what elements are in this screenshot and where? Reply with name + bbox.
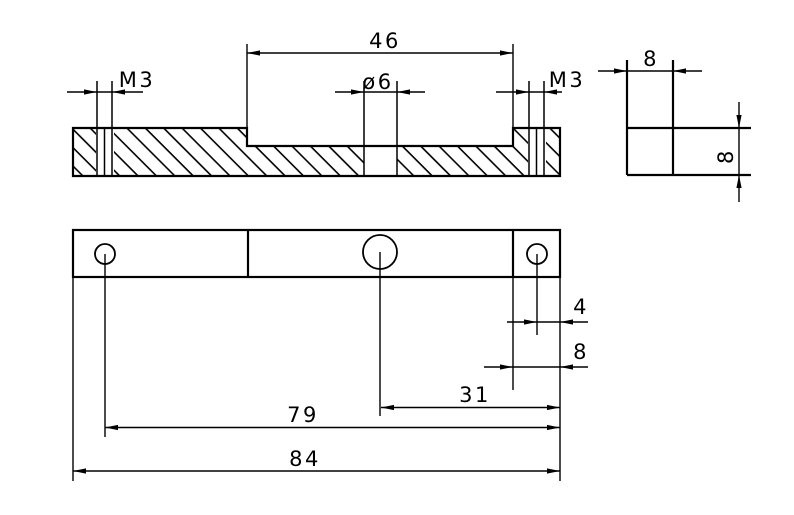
arrowhead bbox=[112, 89, 125, 95]
dim-label-m3-right: M3 bbox=[549, 68, 585, 92]
arrowhead bbox=[736, 175, 742, 188]
arrowhead bbox=[351, 89, 364, 95]
dim-label-m3-left: M3 bbox=[119, 68, 155, 92]
arrowhead bbox=[673, 68, 686, 74]
dim-label-84: 84 bbox=[289, 447, 321, 471]
dim-center-hole-offset: 31 bbox=[381, 383, 560, 411]
dim-thread-right: M3 bbox=[496, 68, 585, 95]
dim-label-side-thickness: 8 bbox=[714, 148, 738, 164]
dim-side-width: 8 bbox=[598, 47, 702, 74]
arrowhead bbox=[544, 89, 557, 95]
arrowhead bbox=[84, 89, 97, 95]
hatch-region bbox=[397, 146, 513, 176]
dim-label-8: 8 bbox=[573, 340, 589, 364]
arrowhead bbox=[560, 364, 573, 370]
thread-hole-left-section bbox=[96, 81, 113, 176]
arrowhead bbox=[516, 89, 529, 95]
arrowhead bbox=[547, 404, 560, 411]
plan-view: 4 8 31 79 84 bbox=[71, 228, 589, 481]
plan-extension-lines bbox=[72, 252, 561, 481]
arrowhead bbox=[247, 50, 260, 56]
dim-hole-spacing: 79 bbox=[105, 403, 560, 431]
hatch-region bbox=[247, 146, 364, 176]
plan-outline bbox=[71, 228, 562, 279]
arrowhead bbox=[500, 50, 513, 56]
dim-label-31: 31 bbox=[459, 383, 491, 407]
hatch-region bbox=[73, 128, 96, 176]
arrowhead bbox=[105, 424, 118, 431]
arrowhead bbox=[397, 89, 410, 95]
dim-hole-edge-offset: 4 bbox=[507, 295, 589, 325]
thread-hole-right-section bbox=[528, 81, 545, 176]
side-view: 8 8 bbox=[598, 47, 751, 202]
hatch-region bbox=[513, 128, 528, 176]
arrowhead bbox=[547, 424, 560, 431]
dim-label-side-width: 8 bbox=[643, 47, 659, 71]
hatch-region bbox=[114, 128, 247, 176]
dim-thread-left: M3 bbox=[67, 68, 155, 95]
dim-total-length: 84 bbox=[73, 447, 560, 474]
dim-end-width: 8 bbox=[484, 340, 589, 370]
hatch-region bbox=[546, 128, 560, 176]
dim-label-46: 46 bbox=[369, 29, 401, 53]
dim-recess-width: 46 bbox=[246, 29, 514, 128]
arrowhead bbox=[736, 115, 742, 128]
dim-label-79: 79 bbox=[287, 403, 319, 427]
center-hole-section bbox=[363, 81, 398, 176]
arrowhead bbox=[381, 404, 394, 411]
section-hatching bbox=[73, 128, 560, 176]
dim-hole-diameter: ø6 bbox=[335, 70, 425, 95]
arrowhead bbox=[614, 68, 627, 74]
dim-label-4: 4 bbox=[573, 295, 589, 319]
arrowhead bbox=[547, 468, 560, 474]
arrowhead bbox=[73, 468, 86, 474]
dim-label-dia6: ø6 bbox=[362, 70, 393, 94]
arrowhead bbox=[500, 364, 513, 370]
arrowhead bbox=[560, 319, 573, 325]
dim-side-thickness: 8 bbox=[714, 102, 742, 202]
section-view: 46 M3 ø6 M3 bbox=[67, 29, 585, 178]
arrowhead bbox=[524, 319, 537, 325]
